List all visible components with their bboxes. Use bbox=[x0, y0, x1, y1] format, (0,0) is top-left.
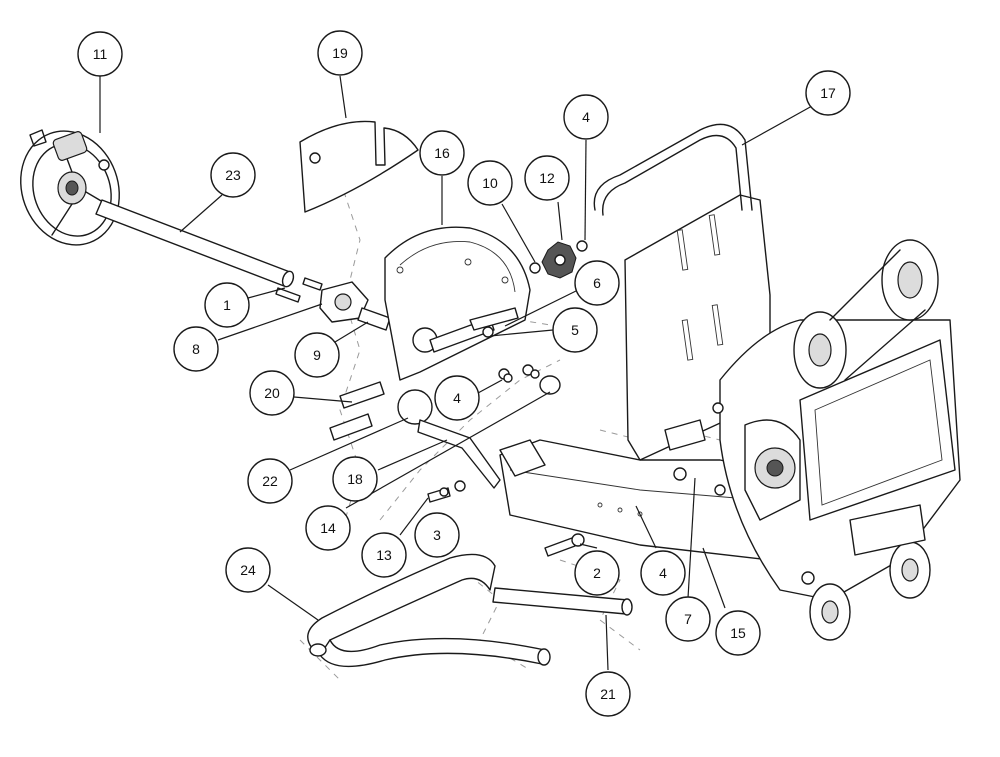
callout-bubble-21: 21 bbox=[585, 671, 631, 717]
callout-bubble-11: 11 bbox=[77, 31, 123, 77]
callout-label-6: 6 bbox=[593, 275, 601, 291]
callout-bubble-23: 23 bbox=[210, 152, 256, 198]
part-collar-assembly bbox=[275, 277, 391, 331]
callout-bubble-14: 14 bbox=[305, 505, 351, 551]
callout-label-3: 3 bbox=[433, 527, 441, 543]
callout-bubble-8: 8 bbox=[173, 326, 219, 372]
callout-bubble-3: 3 bbox=[414, 512, 460, 558]
callout-label-20: 20 bbox=[264, 385, 280, 401]
callout-label-21: 21 bbox=[600, 686, 616, 702]
callout-label-7: 7 bbox=[684, 611, 692, 627]
callout-label-17: 17 bbox=[820, 85, 836, 101]
callout-bubble-20: 20 bbox=[249, 370, 295, 416]
part-small-hardware bbox=[482, 240, 588, 383]
callout-label-18: 18 bbox=[347, 471, 363, 487]
part-tube bbox=[492, 587, 633, 616]
callout-bubble-16: 16 bbox=[419, 130, 465, 176]
callout-label-4-top: 4 bbox=[582, 109, 590, 125]
leader-lines bbox=[99, 75, 813, 671]
part-shield bbox=[299, 120, 419, 213]
callout-label-22: 22 bbox=[262, 473, 278, 489]
callout-label-16: 16 bbox=[434, 145, 450, 161]
callout-bubble-6: 6 bbox=[574, 260, 620, 306]
callout-label-24: 24 bbox=[240, 562, 256, 578]
callout-label-4-mid: 4 bbox=[453, 390, 461, 406]
callout-bubble-10: 10 bbox=[467, 160, 513, 206]
callout-bubble-17: 17 bbox=[805, 70, 851, 116]
callout-label-4-low: 4 bbox=[659, 565, 667, 581]
callout-bubble-12: 12 bbox=[524, 155, 570, 201]
callout-label-13: 13 bbox=[376, 547, 392, 563]
callout-label-15: 15 bbox=[730, 625, 746, 641]
callout-bubble-5: 5 bbox=[552, 307, 598, 353]
callout-label-11: 11 bbox=[93, 46, 108, 62]
callout-label-1: 1 bbox=[223, 297, 231, 313]
callout-bubble-9: 9 bbox=[294, 332, 340, 378]
callout-label-14: 14 bbox=[320, 520, 336, 536]
callout-label-9: 9 bbox=[313, 347, 321, 363]
part-motor-housing bbox=[712, 239, 961, 641]
part-rod bbox=[95, 199, 295, 288]
callout-bubble-22: 22 bbox=[247, 458, 293, 504]
callout-bubble-4-top: 4 bbox=[563, 94, 609, 140]
callout-bubble-4-mid: 4 bbox=[434, 375, 480, 421]
callout-bubble-24: 24 bbox=[225, 547, 271, 593]
callout-bubble-15: 15 bbox=[715, 610, 761, 656]
part-base-frame bbox=[499, 439, 771, 561]
callout-bubble-19: 19 bbox=[317, 30, 363, 76]
callout-label-12: 12 bbox=[539, 170, 555, 186]
part-side-plate bbox=[384, 226, 531, 381]
part-lever-assembly bbox=[329, 375, 561, 489]
callout-label-8: 8 bbox=[192, 341, 200, 357]
part-handwheel bbox=[20, 129, 120, 246]
callout-label-19: 19 bbox=[332, 45, 348, 61]
callout-bubble-7: 7 bbox=[665, 596, 711, 642]
callout-label-5: 5 bbox=[571, 322, 579, 338]
callout-bubble-18: 18 bbox=[332, 456, 378, 502]
callout-bubble-2: 2 bbox=[574, 550, 620, 596]
part-handle bbox=[307, 553, 551, 668]
callout-label-2: 2 bbox=[593, 565, 601, 581]
callout-label-10: 10 bbox=[482, 175, 498, 191]
callout-bubble-4-low: 4 bbox=[640, 550, 686, 596]
callout-bubble-1: 1 bbox=[204, 282, 250, 328]
callout-bubble-13: 13 bbox=[361, 532, 407, 578]
callout-label-23: 23 bbox=[225, 167, 241, 183]
